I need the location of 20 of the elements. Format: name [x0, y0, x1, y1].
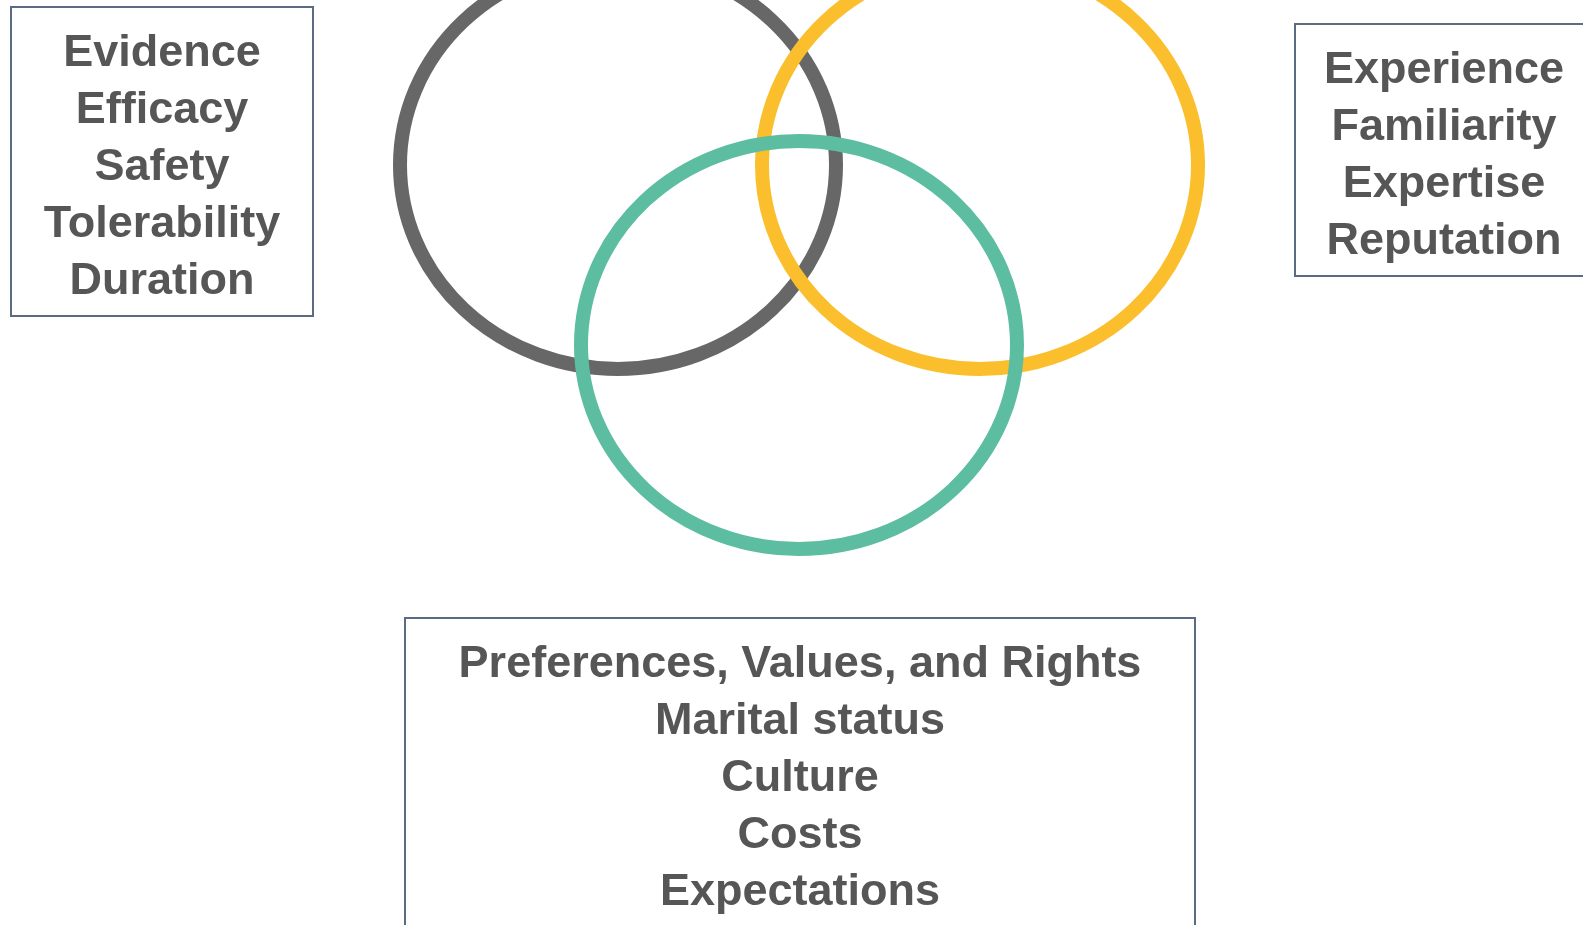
- factor-label: Expectations: [659, 863, 941, 917]
- factor-label: Costs: [737, 806, 863, 860]
- factor-label: Evidence: [63, 24, 261, 78]
- factor-box: [1294, 23, 1583, 277]
- factor-box: [404, 617, 1196, 925]
- factor-label: Safety: [94, 138, 230, 192]
- factor-label: Duration: [69, 252, 255, 306]
- factor-label: Efficacy: [75, 81, 249, 135]
- factor-label: Experience: [1323, 41, 1565, 95]
- factor-label: Preferences, Values, and Rights: [458, 635, 1142, 689]
- venn-ring: [393, 0, 843, 376]
- factor-label: Culture: [721, 749, 879, 803]
- factor-box: [10, 6, 314, 317]
- factor-label: Familiarity: [1331, 98, 1557, 152]
- factor-label: Tolerability: [43, 195, 281, 249]
- venn-ring: [574, 134, 1024, 556]
- factor-label: Marital status: [654, 692, 946, 746]
- venn-ring: [755, 0, 1205, 376]
- factor-label: Expertise: [1342, 155, 1546, 209]
- factor-label: Reputation: [1326, 212, 1562, 266]
